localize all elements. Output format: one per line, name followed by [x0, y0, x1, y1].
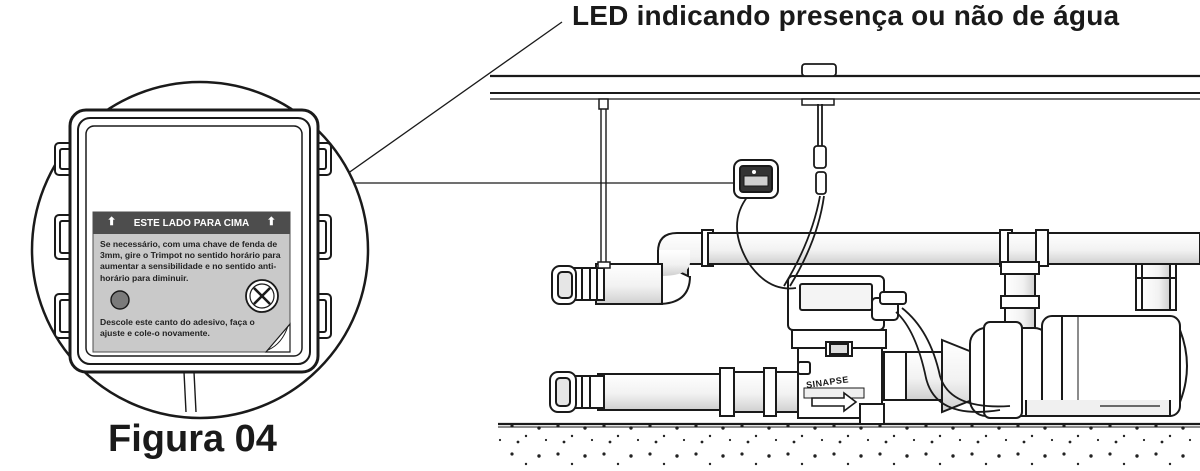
sticker-instructions: Se necessário, com uma chave de fenda de…: [100, 239, 281, 283]
led-indicator-icon: [110, 290, 130, 310]
tie-rod-clamp: [597, 261, 611, 269]
ceiling-slab: [490, 63, 1200, 262]
instruction-sticker: ⬆ ESTE LADO PARA CIMA ⬆ Se necessário, c…: [93, 212, 290, 352]
upper-pipe: [657, 229, 1200, 345]
pump-inlet-pipe: [883, 338, 973, 414]
up-arrow-icon: ⬆: [266, 216, 276, 228]
floor: [498, 422, 1200, 466]
pump: [969, 315, 1188, 419]
trimpot-screw-icon: [245, 279, 279, 313]
sticker-footer: Descole este canto do adesivo, faça o aj…: [100, 317, 255, 339]
sticker-header: ⬆ ESTE LADO PARA CIMA ⬆: [93, 212, 290, 234]
up-arrow-icon: ⬆: [107, 216, 117, 228]
callout-lines: [295, 21, 734, 211]
led-module: [733, 159, 779, 199]
figure-label: Figura 04: [108, 418, 277, 460]
upper-inlet-fitting: [551, 250, 691, 305]
sticker-header-text: ESTE LADO PARA CIMA: [133, 217, 250, 229]
flow-arrow-icon: [811, 391, 858, 413]
right-stub-fitting: [1135, 263, 1177, 311]
led-callout-title: LED indicando presença ou não de água: [572, 0, 1120, 31]
lower-pipe: [549, 367, 807, 417]
cables: [736, 104, 1011, 413]
